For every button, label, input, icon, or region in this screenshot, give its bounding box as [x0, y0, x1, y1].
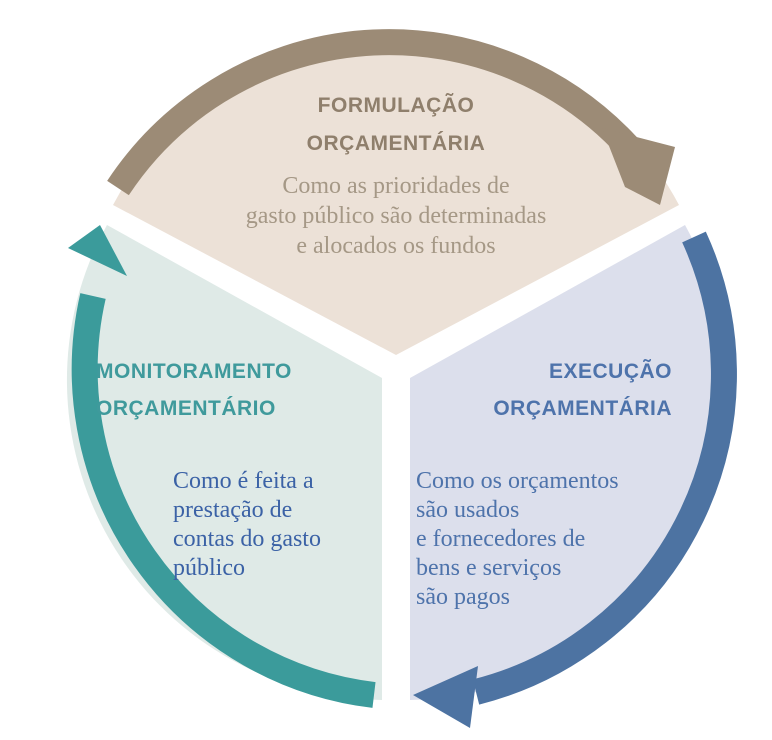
monitoring-description-line1: Como é feita a [173, 468, 314, 494]
execution-description-line3: e fornecedores de [416, 526, 585, 552]
execution-title-line2: ORÇAMENTÁRIA [493, 397, 672, 420]
execution-description-line2: são usados [416, 497, 519, 523]
monitoring-title-line2: ORÇAMENTÁRIO [96, 397, 276, 420]
monitoring-title-line1: MONITORAMENTO [96, 360, 292, 383]
execution-title-line1: EXECUÇÃO [549, 360, 672, 383]
formulation-arrowhead [602, 128, 675, 205]
formulation-description-line3: e alocados os fundos [296, 233, 495, 259]
formulation-arrow [107, 29, 641, 196]
formulation-title-line2: ORÇAMENTÁRIA [307, 132, 486, 155]
monitoring-arrowhead [68, 225, 127, 276]
execution-description-line1: Como os orçamentos [416, 468, 619, 494]
execution-description-line4: bens e serviços [416, 555, 561, 581]
execution-arrowhead [413, 666, 478, 728]
formulation-title-line1: FORMULAÇÃO [318, 94, 475, 117]
execution-arrow [472, 231, 737, 705]
monitoring-arrow [71, 293, 376, 708]
formulation-description-line1: Como as prioridades de [282, 173, 509, 199]
formulation-sector [113, 34, 679, 356]
monitoring-description-line2: prestação de [173, 497, 292, 523]
monitoring-description-line4: público [173, 555, 245, 581]
formulation-description-line2: gasto público são determinadas [246, 203, 547, 229]
execution-description-line5: são pagos [416, 584, 510, 610]
monitoring-description-line3: contas do gasto [173, 526, 321, 552]
